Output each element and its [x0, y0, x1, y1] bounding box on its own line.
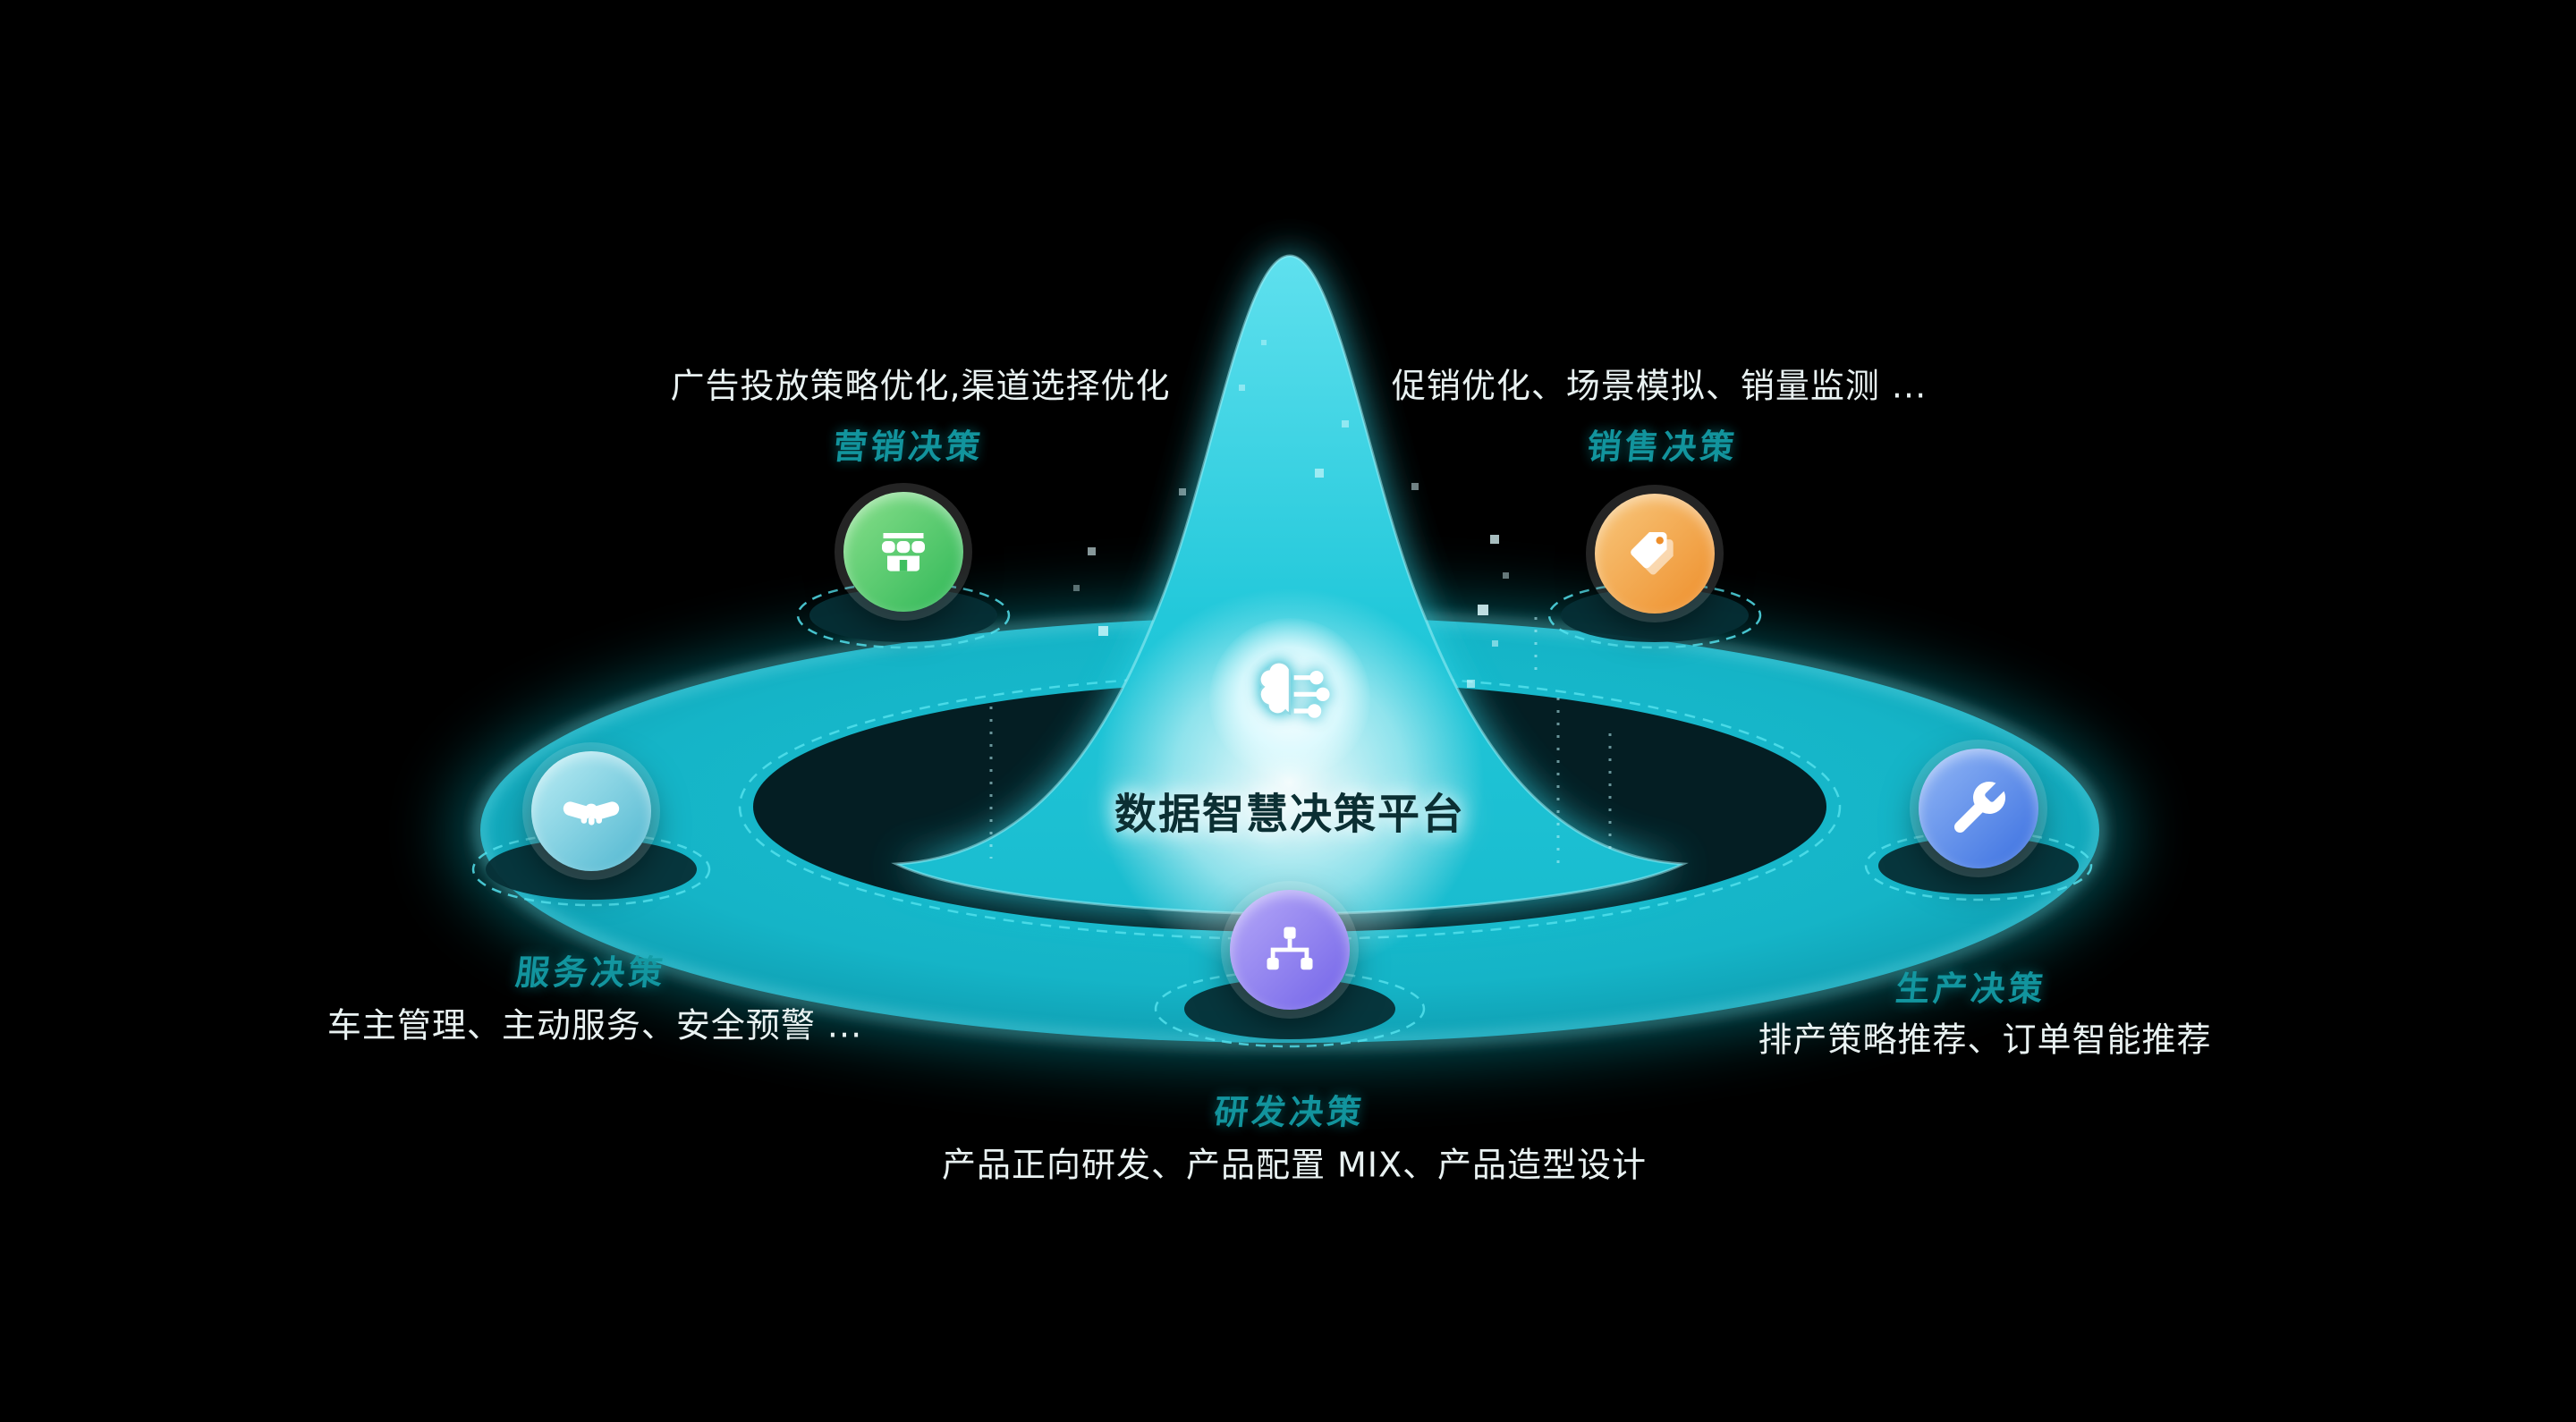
price-tags-icon — [1631, 532, 1674, 575]
sales-label: 销售决策 — [1585, 427, 1740, 467]
brain-lobe — [1258, 661, 1292, 715]
sales-node — [1595, 494, 1715, 614]
rnd-label: 研发决策 — [1212, 1092, 1367, 1132]
service-label: 服务决策 — [513, 952, 668, 993]
sales-description: 促销优化、场景模拟、销量监测 ... — [1391, 366, 1928, 406]
wrench-icon — [1953, 781, 2006, 834]
service-description: 车主管理、主动服务、安全预警 ... — [326, 1005, 863, 1045]
production-node — [1919, 749, 2038, 868]
data-streams — [989, 617, 1612, 863]
org-chart-icon — [1267, 927, 1313, 970]
marketing-node — [843, 492, 963, 612]
marketing-label: 营销决策 — [831, 427, 986, 467]
rnd-node — [1230, 890, 1350, 1010]
brain-circuits — [1293, 670, 1330, 718]
production-label: 生产决策 — [1894, 969, 2048, 1009]
production-description: 排产策略推荐、订单智能推荐 — [1758, 1020, 2212, 1060]
brain-icon — [1209, 618, 1370, 779]
platform-title: 数据智慧决策平台 — [1114, 790, 1465, 840]
rnd-description: 产品正向研发、产品配置 MIX、产品造型设计 — [941, 1145, 1648, 1185]
handshake-icon — [563, 801, 620, 825]
data-pixels — [1073, 340, 1509, 688]
storefront-icon — [882, 533, 925, 571]
marketing-description: 广告投放策略优化,渠道选择优化 — [670, 366, 1171, 406]
service-node — [531, 751, 651, 871]
center-glow — [1030, 523, 1549, 1042]
